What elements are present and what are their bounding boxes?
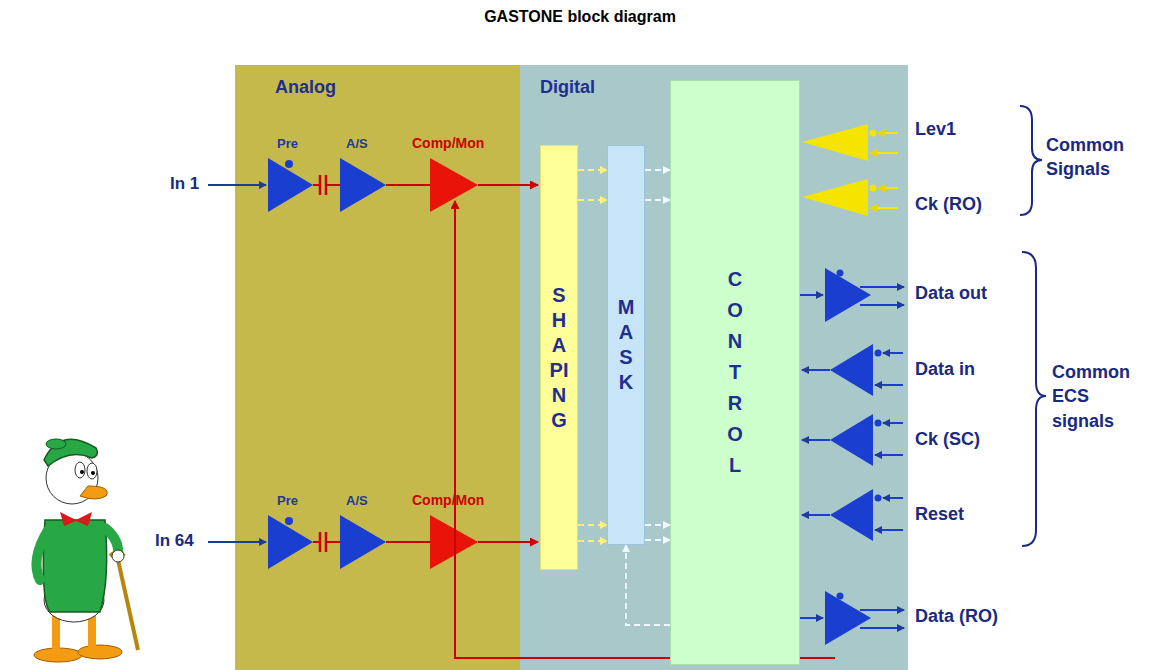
ecs-receiver <box>802 344 903 396</box>
signal-connector <box>626 545 670 625</box>
group-name: Common ECS signals <box>1052 360 1152 433</box>
channel-chain <box>268 158 538 212</box>
duck-mascot <box>34 439 138 662</box>
group-brace <box>1022 252 1046 546</box>
stage-name: Comp/Mon <box>412 135 484 151</box>
ecs-driver <box>800 268 904 322</box>
region-heading: Analog <box>275 77 520 98</box>
digital-band: DigitalSHAPING MASK CONTROL <box>520 65 908 670</box>
block-label: SHAPING <box>549 283 569 433</box>
group-name: Common Signals <box>1046 133 1146 182</box>
mask-block: MASK <box>607 145 645 545</box>
digital-ground <box>520 65 908 670</box>
signal-connector <box>578 170 607 541</box>
signal-name: Data out <box>915 283 987 304</box>
signal-name: Ck (SC) <box>915 429 980 450</box>
group-brace <box>1020 106 1042 215</box>
control-block: CONTROL <box>670 80 800 665</box>
block-label: CONTROL <box>725 264 745 481</box>
common-receiver <box>802 124 898 216</box>
input-name: In 64 <box>155 531 194 551</box>
signal-name: Ck (RO) <box>915 194 982 215</box>
signal-connector <box>645 170 670 540</box>
channel-chain <box>268 515 538 569</box>
stage-name: Comp/Mon <box>412 492 484 508</box>
signal-name: Data in <box>915 359 975 380</box>
ecs-receiver <box>802 489 903 541</box>
signal-name: Reset <box>915 504 964 525</box>
input-wire <box>208 541 266 543</box>
input-wire <box>208 184 266 186</box>
stage-name: A/S <box>346 136 368 151</box>
stage-name: Pre <box>277 136 298 151</box>
region-heading: Digital <box>540 77 908 98</box>
signal-name: Data (RO) <box>915 606 998 627</box>
input-name: In 1 <box>170 174 199 194</box>
analog-band: Analog <box>235 65 520 670</box>
ecs-receiver <box>802 414 903 466</box>
block-label: MASK <box>616 295 636 395</box>
shaping-block: SHAPING <box>540 145 578 570</box>
diagram-title: GASTONE block diagram <box>0 8 1160 26</box>
signal-name: Lev1 <box>915 119 956 140</box>
stage-name: Pre <box>277 493 298 508</box>
readout-driver <box>800 591 904 645</box>
stage-name: A/S <box>346 493 368 508</box>
analog-ground <box>235 65 520 670</box>
